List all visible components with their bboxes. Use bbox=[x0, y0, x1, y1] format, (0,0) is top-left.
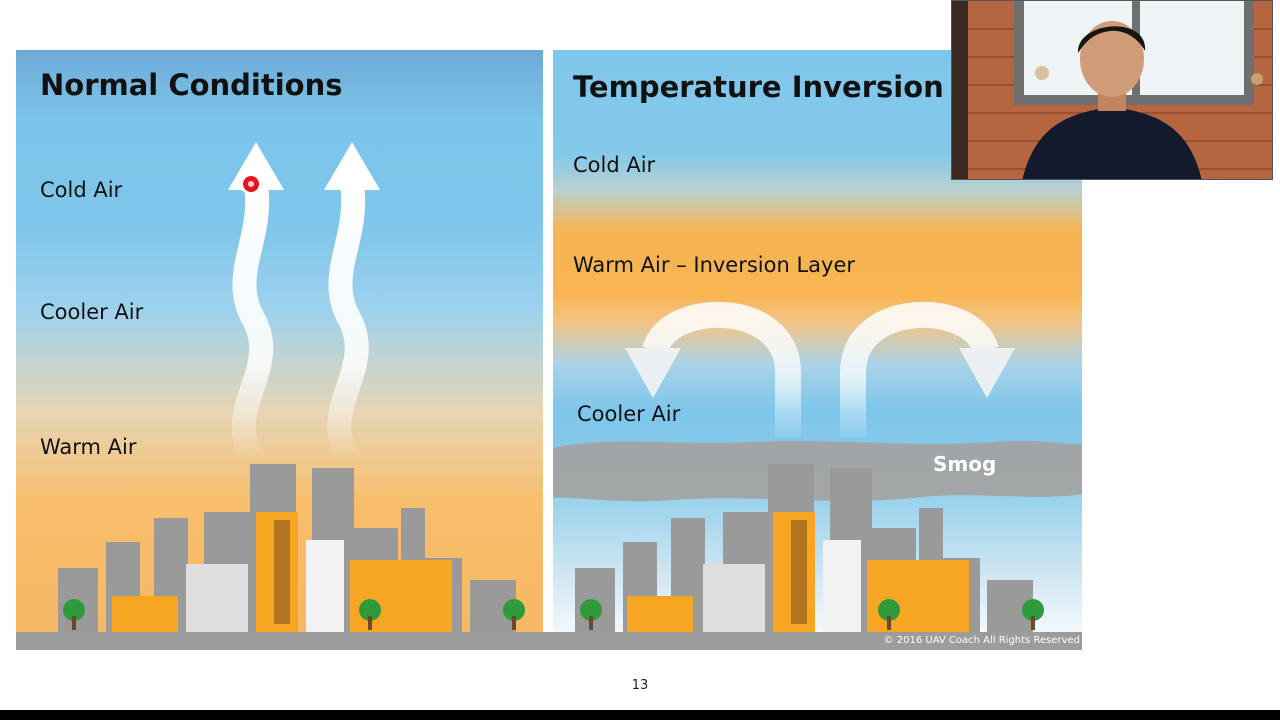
laser-pointer-icon bbox=[240, 173, 262, 195]
left-cold-air-label: Cold Air bbox=[40, 178, 123, 202]
normal-conditions-panel: Normal Conditions Cold Air Cooler Air Wa… bbox=[16, 50, 543, 632]
rising-arrow-2 bbox=[324, 142, 380, 472]
curved-arrow-left bbox=[625, 301, 801, 438]
page-number: 13 bbox=[631, 678, 649, 693]
bottom-black-bar bbox=[0, 710, 1280, 720]
left-warm-air-label: Warm Air bbox=[40, 435, 137, 459]
normal-conditions-title: Normal Conditions bbox=[40, 68, 343, 102]
presenter-webcam bbox=[951, 0, 1273, 180]
inversion-diagram bbox=[553, 301, 1082, 632]
presenter-video-frame bbox=[952, 1, 1272, 179]
curved-arrow-right bbox=[840, 301, 1015, 438]
city-buildings bbox=[575, 464, 1044, 632]
presenter-face bbox=[1080, 21, 1144, 97]
presenter-shirt bbox=[1022, 107, 1202, 179]
rising-air-arrows bbox=[58, 142, 525, 632]
city-buildings bbox=[58, 464, 525, 632]
copyright-notice: © 2016 UAV Coach All Rights Reserved bbox=[883, 635, 1080, 646]
left-cooler-air-label: Cooler Air bbox=[40, 300, 144, 324]
right-cold-air-label: Cold Air bbox=[573, 153, 656, 177]
warm-air-inversion-layer-label: Warm Air – Inversion Layer bbox=[573, 253, 856, 277]
smog-layer bbox=[553, 440, 1082, 502]
temperature-inversion-title: Temperature Inversion bbox=[573, 70, 944, 104]
right-cooler-air-label: Cooler Air bbox=[577, 402, 681, 426]
ground-strip bbox=[16, 632, 1082, 650]
smog-label: Smog bbox=[933, 452, 997, 476]
